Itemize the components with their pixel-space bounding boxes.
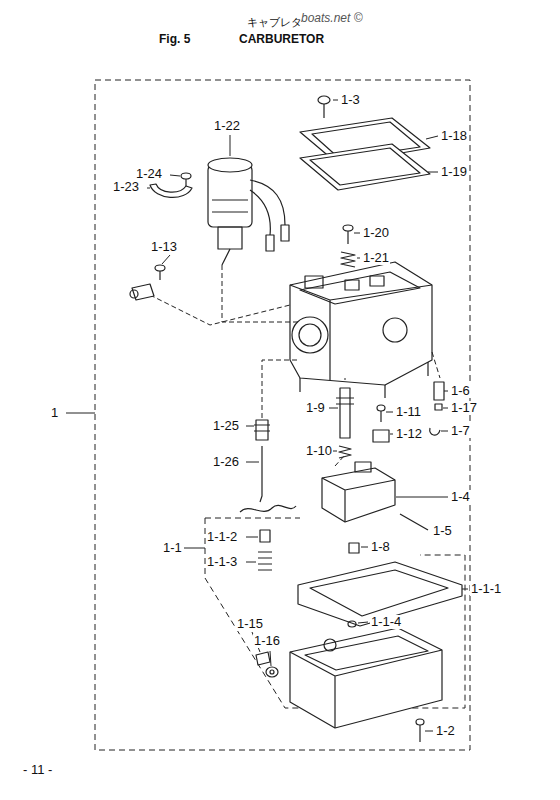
callout-number: 1-6 <box>450 384 471 398</box>
callout-number: 1-15 <box>236 617 264 631</box>
diagram-title: CARBURETOR <box>238 33 325 46</box>
callout-number: 1-23 <box>112 180 140 194</box>
callout-number: 1-10 <box>305 444 333 458</box>
callout-number: 1-1-1 <box>470 582 502 596</box>
callout-number: 1-9 <box>305 401 326 415</box>
callout-number: 1-21 <box>362 251 390 265</box>
callout-number: 1-8 <box>370 540 391 554</box>
callout-number: 1-1 <box>162 541 183 555</box>
callout-number: 1-20 <box>362 226 390 240</box>
callout-number: 1-12 <box>395 427 423 441</box>
callout-number: 1-22 <box>213 119 241 133</box>
callout-number: 1-19 <box>440 165 468 179</box>
callout-number: 1-26 <box>212 455 240 469</box>
callout-number: 1-18 <box>440 129 468 143</box>
japanese-title: キャブレタ <box>246 17 303 29</box>
callout-number: 1 <box>50 406 59 420</box>
figure-number: Fig. 5 <box>158 33 191 46</box>
callout-number: 1-3 <box>340 93 361 107</box>
page-number: - 11 - <box>22 763 53 777</box>
callout-number: 1-1-4 <box>370 615 402 629</box>
callout-number: 1-1-2 <box>206 530 238 544</box>
callout-number: 1-5 <box>432 524 453 538</box>
callout-number: 1-17 <box>450 401 478 415</box>
watermark: boats.net © <box>300 12 364 25</box>
callout-number: 1-4 <box>450 490 471 504</box>
callout-number: 1-1-3 <box>206 555 238 569</box>
callout-number: 1-11 <box>395 405 422 419</box>
callout-number: 1-7 <box>450 424 471 438</box>
callout-number: 1-13 <box>150 240 178 254</box>
callout-number: 1-2 <box>435 724 456 738</box>
callout-number: 1-16 <box>253 634 281 648</box>
callout-number: 1-25 <box>212 419 240 433</box>
